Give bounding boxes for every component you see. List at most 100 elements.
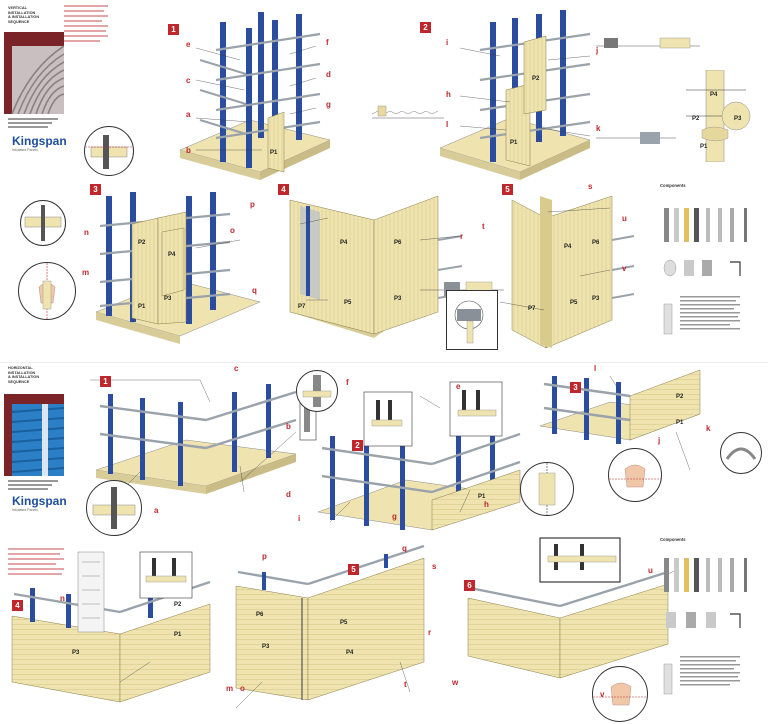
top-panel-p4-step3: P4 bbox=[168, 252, 176, 258]
bottom-callout-k: k bbox=[706, 424, 711, 433]
bottom-detail-circle-j bbox=[608, 448, 662, 502]
bottom-callout-c: c bbox=[234, 364, 239, 373]
brand-tagline-bottom: Insulated Panels bbox=[12, 508, 38, 512]
top-components-panel: Components bbox=[660, 183, 764, 354]
top-detail-circle-a bbox=[84, 126, 134, 176]
top-panel-p6-step4: P6 bbox=[394, 240, 402, 246]
top-step-badge-3: 3 bbox=[90, 184, 101, 195]
top-step1-frame bbox=[179, 12, 331, 180]
bottom-panel-p1-step4: P1 bbox=[174, 632, 182, 638]
top-structure-drawings bbox=[95, 10, 700, 349]
bottom-step5-frame bbox=[235, 544, 425, 701]
top-callout-r: r bbox=[460, 232, 464, 241]
bottom-header-line-2: & INSTALLATION SEQUENCE bbox=[8, 375, 40, 384]
top-callout-t: t bbox=[482, 222, 485, 231]
top-callout-f: f bbox=[326, 38, 329, 47]
top-callout-e: e bbox=[186, 40, 191, 49]
top-notes bbox=[64, 5, 110, 45]
bottom-step4-frame bbox=[11, 580, 211, 703]
bottom-callout-h: h bbox=[484, 500, 489, 509]
top-callout-g: g bbox=[326, 100, 331, 109]
bottom-panel-p5-step5: P5 bbox=[340, 620, 348, 626]
sheet-divider bbox=[0, 362, 768, 363]
bottom-detail-drawings bbox=[77, 381, 621, 633]
top-panel-p3-step4: P3 bbox=[394, 296, 402, 302]
bottom-step-badge-4: 4 bbox=[12, 600, 23, 611]
bottom-callout-u: u bbox=[648, 566, 653, 575]
bottom-components-panel: Components bbox=[660, 537, 764, 718]
bottom-panel-p4-step5: P4 bbox=[346, 650, 354, 656]
bottom-hero-caption bbox=[8, 480, 60, 490]
bottom-panel-p2-step4: P2 bbox=[174, 602, 182, 608]
top-callout-p: p bbox=[250, 200, 255, 209]
top-sequence-p2: P2 bbox=[692, 116, 700, 122]
bottom-callout-l: l bbox=[594, 364, 597, 373]
top-panel-p2-step3: P2 bbox=[138, 240, 146, 246]
top-sequence-p1: P1 bbox=[700, 144, 708, 150]
top-panel-p4-step4: P4 bbox=[340, 240, 348, 246]
bottom-step3-frame bbox=[539, 369, 701, 444]
bottom-detail-circle-v bbox=[592, 666, 648, 722]
bottom-structure-drawings bbox=[11, 369, 701, 709]
bottom-step-badge-2: 2 bbox=[352, 440, 363, 451]
top-panel-p3-step3: P3 bbox=[164, 296, 172, 302]
brand-tagline: Insulated Panels bbox=[12, 148, 38, 152]
top-callout-c: c bbox=[186, 76, 191, 85]
brand-name: Kingspan bbox=[12, 134, 67, 148]
bottom-callout-o: o bbox=[240, 684, 245, 693]
top-step-badge-5: 5 bbox=[502, 184, 513, 195]
top-step-badge-1: 1 bbox=[168, 24, 179, 35]
top-callout-m: m bbox=[82, 268, 90, 277]
top-step-badge-2: 2 bbox=[420, 22, 431, 33]
bottom-callout-g: g bbox=[392, 512, 397, 521]
top-detail-circle-m bbox=[18, 262, 76, 320]
top-header: VERTICAL INSTALLATION & INSTALLATION SEQ… bbox=[8, 6, 48, 24]
top-panel-p1-step2: P1 bbox=[510, 140, 518, 146]
top-panel-p7-step5: P7 bbox=[528, 306, 536, 312]
bottom-callout-t: t bbox=[404, 680, 407, 689]
bottom-detail-circle-a bbox=[86, 480, 142, 536]
top-callout-v: v bbox=[622, 264, 627, 273]
top-hero-caption bbox=[8, 118, 60, 128]
bottom-panel-p6-step5: P6 bbox=[256, 612, 264, 618]
bottom-panel-p3-step5: P3 bbox=[262, 644, 270, 650]
top-callout-d: d bbox=[326, 70, 331, 79]
bottom-panel-p3-step4: P3 bbox=[72, 650, 80, 656]
top-step3-frame bbox=[95, 192, 261, 344]
bottom-hero-photo-icon bbox=[4, 394, 64, 476]
bottom-panel-p1-step3: P1 bbox=[676, 420, 684, 426]
bottom-callout-a: a bbox=[154, 506, 159, 515]
bottom-step2-frame bbox=[317, 424, 521, 531]
top-sequence-p3: P3 bbox=[734, 116, 742, 122]
bottom-callout-b: b bbox=[286, 422, 291, 431]
top-step2-frame bbox=[439, 10, 591, 180]
top-detail-circle-n bbox=[20, 200, 66, 246]
bottom-panel-p1-step2: P1 bbox=[478, 494, 486, 500]
top-step5-frame bbox=[511, 195, 635, 349]
top-callout-i: i bbox=[446, 38, 449, 47]
top-callout-q: q bbox=[252, 286, 257, 295]
top-callout-b: b bbox=[186, 146, 191, 155]
bottom-callout-r: r bbox=[428, 628, 432, 637]
top-panel-p1-step3: P1 bbox=[138, 304, 146, 310]
top-detail-box-t bbox=[446, 290, 498, 350]
bottom-callout-v: v bbox=[600, 690, 605, 699]
top-components-title: Components bbox=[660, 183, 686, 188]
top-header-line-2: & INSTALLATION SEQUENCE bbox=[8, 15, 40, 24]
bottom-callout-d: d bbox=[286, 490, 291, 499]
bottom-callout-p: p bbox=[262, 552, 267, 561]
bottom-callout-s: s bbox=[432, 562, 437, 571]
top-panel-p5-step5: P5 bbox=[570, 300, 578, 306]
top-callout-k: k bbox=[596, 124, 601, 133]
bottom-header-line-1: HORIZONTAL INSTALLATION bbox=[8, 366, 36, 375]
bottom-callout-m: m bbox=[226, 684, 234, 693]
bottom-step-badge-6: 6 bbox=[464, 580, 475, 591]
top-panel-p7-step4: P7 bbox=[298, 304, 306, 310]
top-sequence-p4: P4 bbox=[710, 92, 718, 98]
top-kingspan-logo: Kingspan Insulated Panels bbox=[12, 134, 67, 152]
top-callout-s: s bbox=[588, 182, 593, 191]
top-callout-h: h bbox=[446, 90, 451, 99]
bottom-detail-circle-g bbox=[520, 462, 574, 516]
top-callout-l: l bbox=[446, 120, 449, 129]
bottom-callout-q: q bbox=[402, 544, 407, 553]
